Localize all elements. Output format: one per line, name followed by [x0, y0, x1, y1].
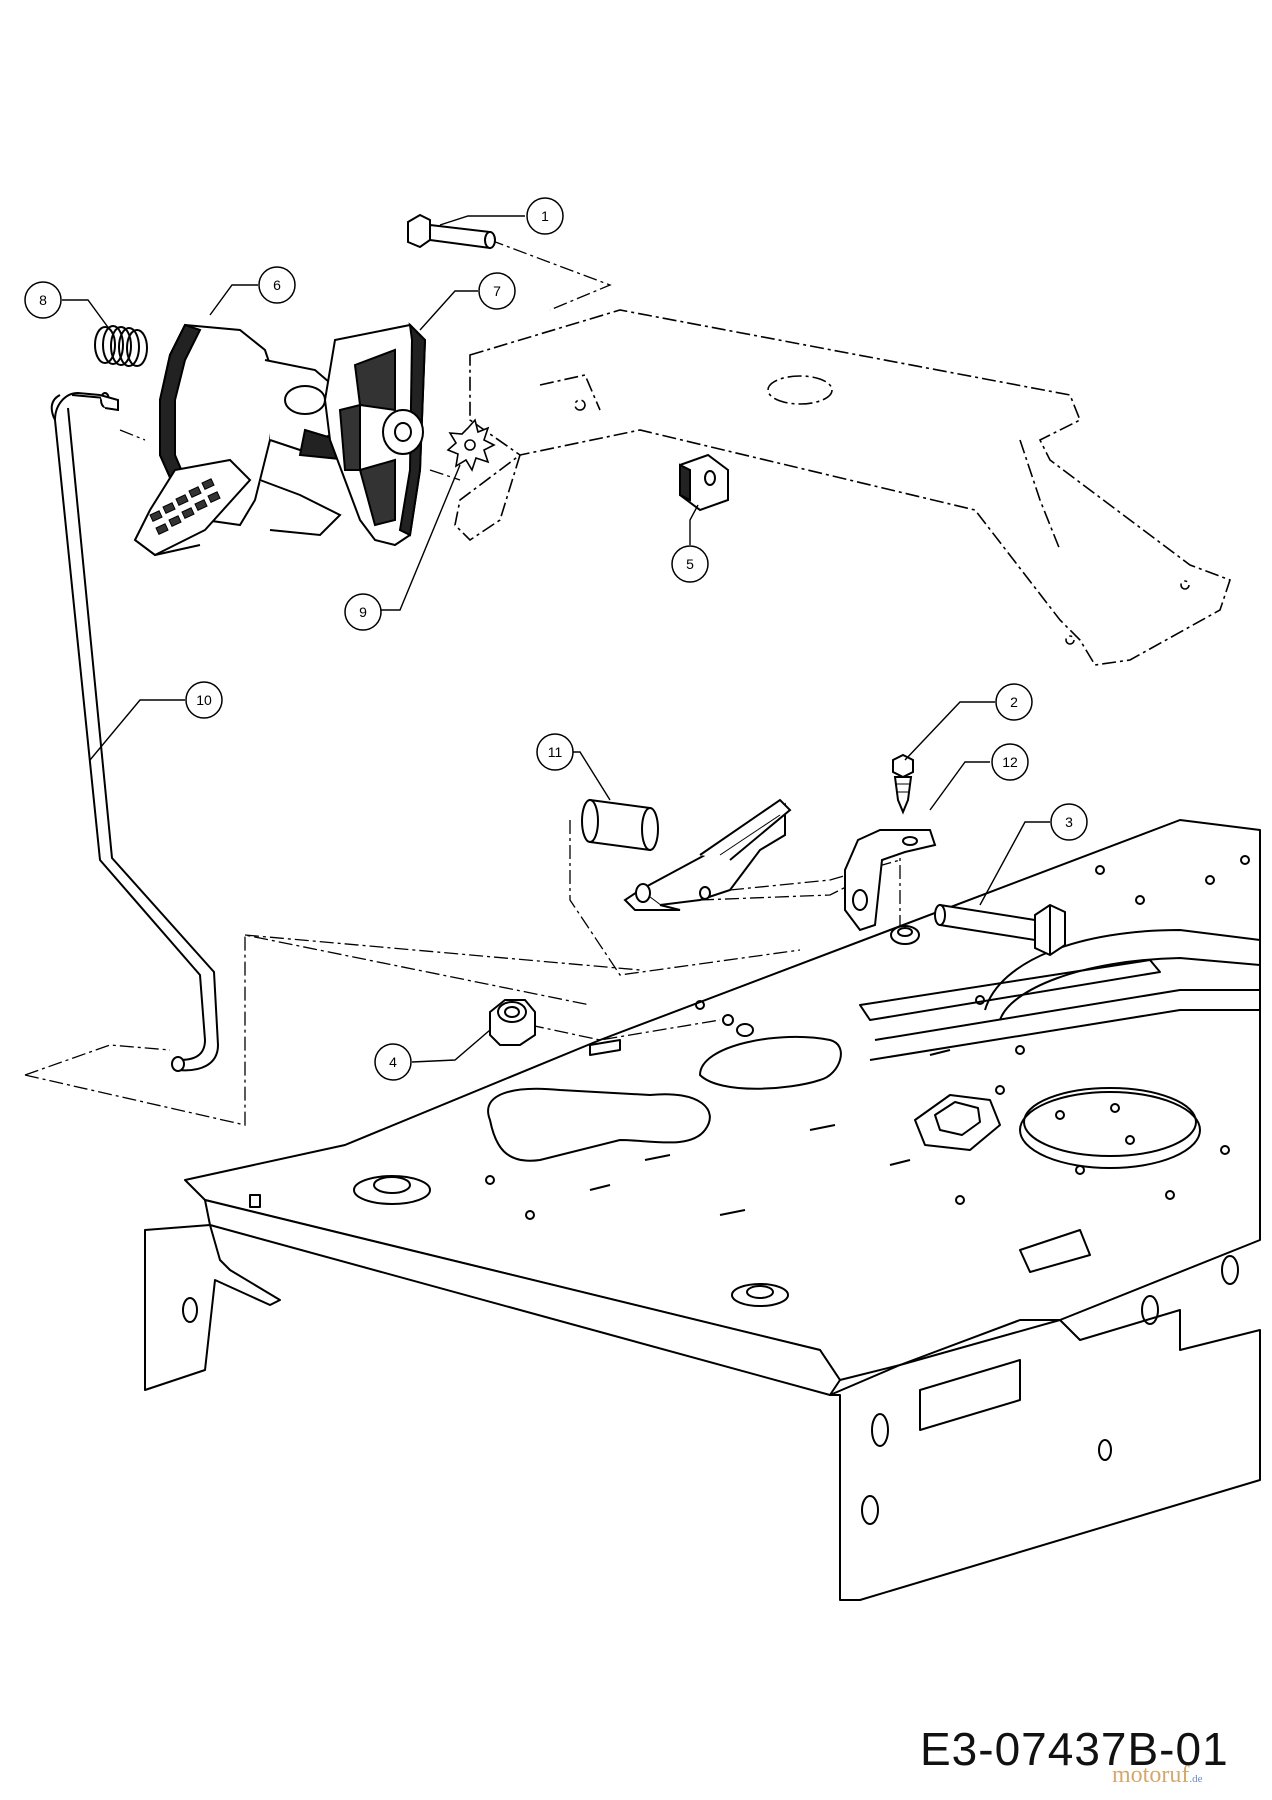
screw [892, 753, 914, 815]
flange-bushing [489, 999, 536, 1046]
angle-bracket [844, 829, 937, 932]
callout-5-label: 5 [686, 556, 694, 572]
lever-handle-housing [133, 323, 357, 557]
callout-3-label: 3 [1065, 814, 1073, 830]
callout-7: 7 [478, 272, 516, 310]
callout-11: 11 [536, 733, 574, 771]
weld-nut [679, 453, 729, 512]
callout-leaders [62, 215, 1050, 1063]
pivot-bolt [407, 213, 496, 250]
callout-2: 2 [995, 683, 1033, 721]
callout-12-label: 12 [1002, 754, 1018, 770]
callout-10-label: 10 [196, 692, 212, 708]
spring [94, 325, 148, 367]
callout-8-label: 8 [39, 292, 47, 308]
star-washer [446, 418, 496, 472]
callout-4: 4 [374, 1043, 412, 1081]
ratchet-plate [323, 322, 427, 547]
drawing-number: E3-07437B-01 [920, 1723, 1229, 1775]
callout-6-label: 6 [273, 277, 281, 293]
callout-11-label: 11 [548, 744, 563, 760]
callout-10: 10 [185, 681, 223, 719]
callout-1: 1 [526, 197, 564, 235]
watermark-text: motoruf [1112, 1762, 1190, 1788]
hex-bolt [934, 903, 1066, 957]
watermark-logo: motoruf.de [1112, 1762, 1202, 1789]
callout-7-label: 7 [493, 283, 501, 299]
callout-1-label: 1 [541, 208, 549, 224]
watermark-suffix: .de [1189, 1773, 1203, 1785]
callout-9-label: 9 [359, 604, 367, 620]
callout-12: 12 [991, 743, 1029, 781]
callout-5: 5 [671, 545, 709, 583]
latch-bracket [623, 798, 792, 911]
sleeve [581, 798, 659, 852]
callout-6: 6 [258, 266, 296, 304]
callout-9: 9 [344, 593, 382, 631]
callout-4-label: 4 [389, 1054, 397, 1070]
callouts: 1 2 3 4 5 6 7 8 [24, 197, 1088, 1081]
callout-2-label: 2 [1010, 694, 1018, 710]
callout-3: 3 [1050, 803, 1088, 841]
callout-8: 8 [24, 281, 62, 319]
seat-bracket [454, 309, 1232, 666]
chassis-frame [144, 819, 1261, 1601]
lift-rod [50, 391, 220, 1072]
frame-bushing [890, 925, 920, 945]
